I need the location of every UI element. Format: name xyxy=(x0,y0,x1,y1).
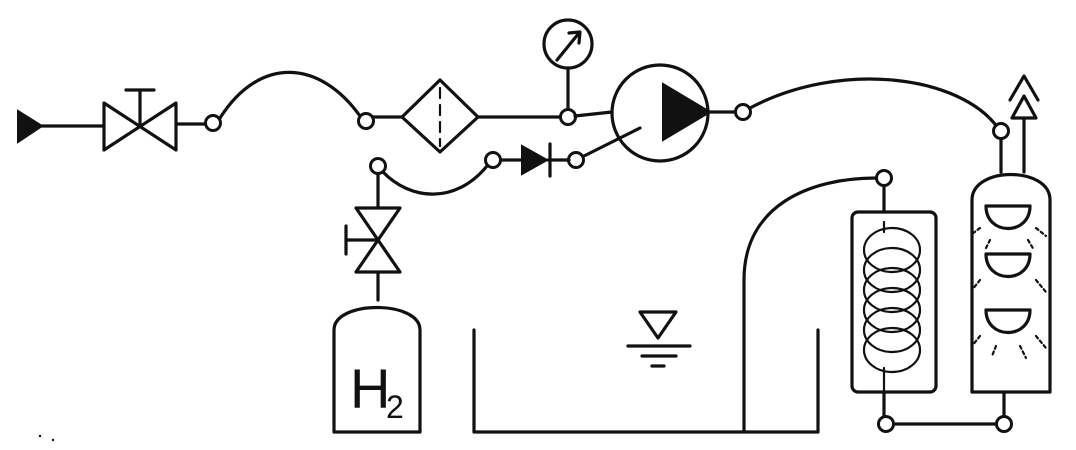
connector-node xyxy=(357,112,375,130)
inlet-arrow-icon xyxy=(17,109,44,144)
needle-valve-icon xyxy=(344,206,402,274)
connector-node xyxy=(734,103,752,121)
pressure-gauge-icon xyxy=(542,18,594,111)
coil-heat-exchanger-icon xyxy=(850,210,938,394)
connector-node xyxy=(484,151,502,169)
connector-node xyxy=(559,108,577,126)
flex-hose-2 xyxy=(748,77,1000,130)
shutoff-valve-icon xyxy=(102,88,178,152)
open-tank xyxy=(472,328,820,434)
cylinder-subscript: 2 xyxy=(386,389,404,425)
filter-icon xyxy=(400,78,480,154)
vent-outlet-icon xyxy=(1008,74,1040,174)
connector-node xyxy=(995,415,1013,433)
pipe-to-pump xyxy=(573,110,614,118)
bypass-pipe xyxy=(580,126,642,159)
connector-node xyxy=(204,114,222,132)
tank-to-coil-pipe xyxy=(742,176,878,434)
lamp-column-icon xyxy=(970,173,1052,394)
connector-node xyxy=(875,169,893,187)
flex-hose-3 xyxy=(381,164,489,196)
liquid-level-icon xyxy=(626,310,692,368)
connector-node xyxy=(369,157,387,175)
check-valve-icon xyxy=(498,142,552,178)
scan-specks xyxy=(38,434,55,442)
connector-node xyxy=(877,415,895,433)
connector-node xyxy=(567,151,585,169)
flex-hose-1 xyxy=(218,70,362,120)
connector-node xyxy=(992,122,1010,140)
pump-icon xyxy=(610,63,712,163)
hydrogen-cylinder-icon: H 2 xyxy=(332,306,422,434)
cylinder-label: H xyxy=(350,357,390,420)
